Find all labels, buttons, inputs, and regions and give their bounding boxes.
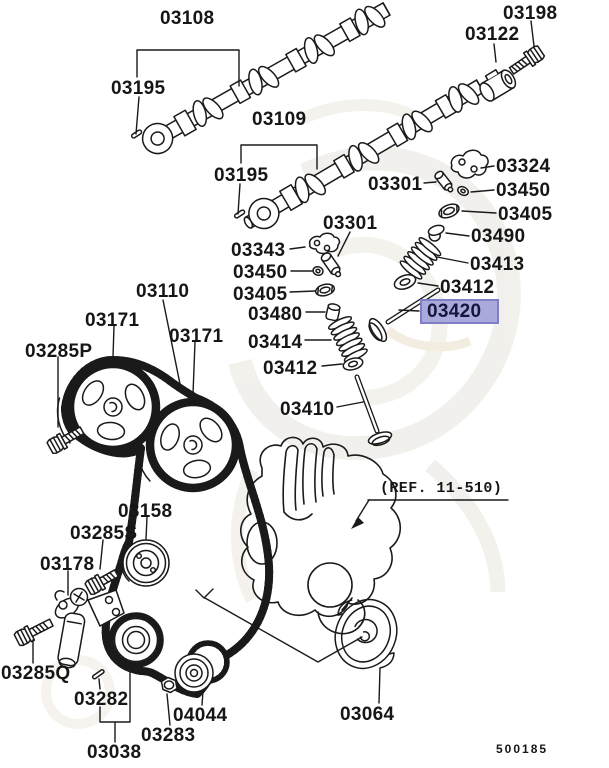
part-label-03195-1[interactable]: 03195 — [111, 78, 166, 99]
valve-spring-03414-drawing — [327, 315, 368, 363]
pin-03195b-drawing — [233, 209, 246, 219]
part-label-03405-1[interactable]: 03405 — [498, 204, 553, 225]
part-label-03413[interactable]: 03413 — [470, 254, 525, 275]
part-label-03178[interactable]: 03178 — [40, 554, 95, 575]
part-label-03110[interactable]: 03110 — [136, 281, 190, 302]
part-label-03285Q[interactable]: 03285Q — [1, 663, 71, 684]
part-label-03195-2[interactable]: 03195 — [214, 165, 269, 186]
crank-sprocket-04044-drawing — [174, 640, 230, 693]
bolt-03285S-drawing — [84, 569, 120, 595]
seal-03405-drawing — [438, 203, 460, 219]
valve-03420-drawing — [368, 287, 441, 343]
seal-03405b-drawing — [314, 283, 336, 297]
part-label-03420-highlighted[interactable]: 03420 — [420, 299, 499, 324]
part-label-03064[interactable]: 03064 — [340, 704, 395, 725]
part-label-03171-1[interactable]: 03171 — [85, 310, 140, 331]
tensioner-pulley-03158-drawing — [121, 539, 170, 587]
nut-03283-drawing — [160, 676, 178, 694]
bolt-03285Q-drawing — [13, 618, 54, 647]
valve-seal-03480-drawing — [325, 303, 341, 322]
part-label-03450-1[interactable]: 03450 — [496, 180, 551, 201]
ring-03450-drawing — [456, 185, 470, 197]
lash-adjuster-03301b-drawing — [320, 252, 342, 278]
part-label-04044[interactable]: 04044 — [173, 705, 228, 726]
camshaft-03108-drawing — [141, 2, 391, 155]
timing-belt-03110-drawing — [61, 356, 274, 698]
cylinder-head-sketch — [240, 436, 402, 635]
leader-lines — [32, 20, 535, 743]
valve-03410-drawing — [354, 374, 393, 447]
part-label-03109[interactable]: 03109 — [252, 109, 307, 130]
part-label-03324[interactable]: 03324 — [496, 156, 551, 177]
part-label-03412-1[interactable]: 03412 — [440, 277, 495, 298]
part-label-03301-1[interactable]: 03301 — [368, 174, 423, 195]
part-label-03480[interactable]: 03480 — [248, 304, 303, 325]
cam-sprocket-03171b-drawing — [136, 397, 241, 493]
part-label-03410[interactable]: 03410 — [280, 399, 335, 420]
oil-pump-sprocket-drawing — [107, 612, 164, 668]
retainer-03412b-drawing — [342, 357, 364, 371]
part-label-03198[interactable]: 03198 — [503, 3, 558, 24]
part-label-03108[interactable]: 03108 — [160, 8, 215, 29]
spring-seat-03490-drawing — [427, 224, 445, 242]
part-label-03285S[interactable]: 03285S — [70, 523, 138, 544]
part-label-03301-2[interactable]: 03301 — [323, 213, 378, 234]
part-label-03412-2[interactable]: 03412 — [263, 358, 318, 379]
retainer-03412-drawing — [393, 274, 417, 290]
camshaft-03109-drawing — [243, 79, 485, 230]
camshaft-spacer-03122-drawing — [479, 69, 517, 102]
rocker-03324-drawing — [450, 149, 489, 179]
part-label-03283[interactable]: 03283 — [141, 725, 196, 746]
bolt-03198-drawing — [508, 45, 546, 75]
seal-03064-drawing — [334, 598, 398, 670]
lash-adjuster-03301-drawing — [434, 170, 454, 193]
reference-note: (REF. 11-510) — [380, 480, 503, 497]
part-label-03414[interactable]: 03414 — [248, 332, 303, 353]
reference-arrowhead — [351, 517, 364, 529]
drawing-code: 500185 — [496, 742, 549, 756]
part-label-03343[interactable]: 03343 — [231, 240, 286, 261]
valve-spring-03413-drawing — [399, 237, 442, 280]
part-label-03450-2[interactable]: 03450 — [233, 262, 288, 283]
part-label-03171-2[interactable]: 03171 — [169, 326, 224, 347]
tensioner-03178-drawing — [54, 587, 125, 669]
bolt-03285P-drawing — [46, 426, 85, 454]
part-label-03158[interactable]: 03158 — [118, 501, 173, 522]
part-label-03405-2[interactable]: 03405 — [233, 284, 288, 305]
part-label-03122[interactable]: 03122 — [465, 24, 520, 45]
ring-03450b-drawing — [312, 265, 324, 277]
rocker-03343-drawing — [308, 232, 341, 255]
part-label-03038[interactable]: 03038 — [87, 742, 142, 763]
key-03282-drawing — [91, 669, 105, 680]
part-label-03282[interactable]: 03282 — [74, 689, 129, 710]
part-label-03490[interactable]: 03490 — [471, 226, 526, 247]
part-label-03285P[interactable]: 03285P — [25, 341, 93, 362]
